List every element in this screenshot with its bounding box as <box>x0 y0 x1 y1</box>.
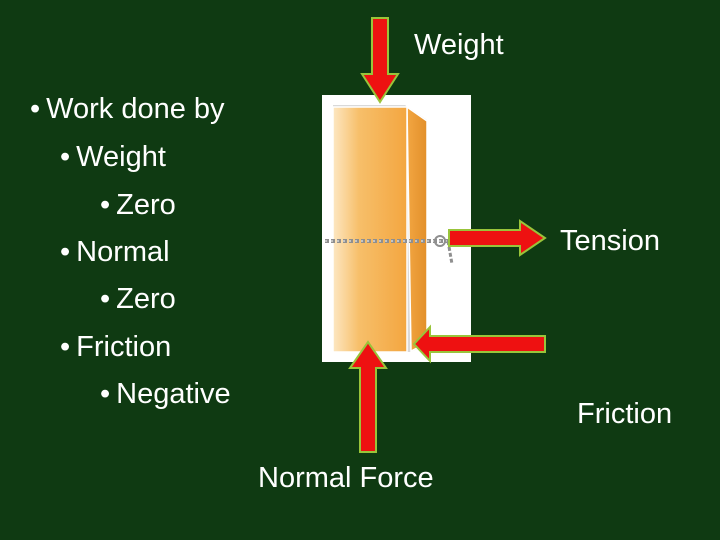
bullet-text: Negative <box>116 378 231 410</box>
bullet-dot: • <box>100 378 111 410</box>
bullet-text: Work done by <box>46 93 225 125</box>
bullet-dot: • <box>60 331 71 363</box>
weight-arrow-icon <box>360 17 400 104</box>
tension-label: Tension <box>560 225 660 257</box>
weight-label: Weight <box>414 29 504 61</box>
bullet-friction: •Friction <box>60 330 171 364</box>
bullet-text: Friction <box>76 331 172 363</box>
bullet-dot: • <box>100 283 111 315</box>
bullet-normal-zero: •Zero <box>100 282 176 316</box>
bullet-dot: • <box>30 93 41 125</box>
friction-arrow-icon <box>412 324 546 364</box>
bullet-text: Zero <box>116 189 176 221</box>
bullet-friction-negative: •Negative <box>100 377 231 411</box>
bullet-weight: •Weight <box>60 140 166 174</box>
bullet-work-done: •Work done by <box>30 92 225 126</box>
bullet-text: Weight <box>76 141 166 173</box>
block <box>332 105 428 353</box>
normal-force-label: Normal Force <box>258 462 434 494</box>
bullet-text: Normal <box>76 236 170 268</box>
bullet-dot: • <box>60 141 71 173</box>
normal-arrow-icon <box>348 340 388 453</box>
bullet-text: Zero <box>116 283 176 315</box>
bullet-weight-zero: •Zero <box>100 188 176 222</box>
bullet-dot: • <box>100 189 111 221</box>
friction-label: Friction <box>577 398 673 430</box>
tension-arrow-icon <box>448 219 547 257</box>
bullet-normal: •Normal <box>60 235 170 269</box>
bullet-dot: • <box>60 236 71 268</box>
